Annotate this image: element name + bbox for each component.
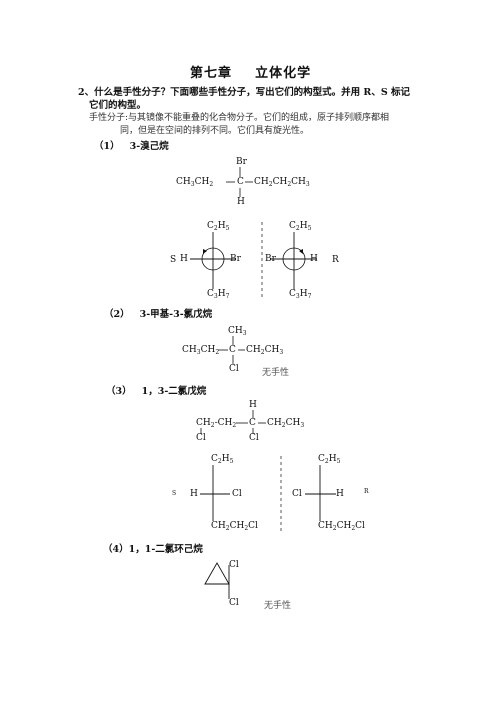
item-3-fischer-s-right: Cl xyxy=(232,489,242,499)
item-1-config-r: R xyxy=(332,255,339,265)
item-2-formula-top: CH3 xyxy=(228,326,247,337)
item-2-heading: （2）3-甲基-3-氯戊烷 xyxy=(104,309,213,320)
chapter-name: 立体化学 xyxy=(255,66,312,81)
item-2-formula-left: CH3CH2 xyxy=(182,345,220,356)
item-3-fischer-r-bottom: CH2CH2Cl xyxy=(318,521,365,532)
item-1-formula-right: CH2CH2CH3 xyxy=(254,177,310,188)
item-2-formula-center: C xyxy=(229,345,236,355)
item-3-formula-center: C xyxy=(249,418,256,428)
answer-line-1: 手性分子:与其镜像不能重叠的化合物分子。它们的组成，原子排列顺序都相 xyxy=(89,113,390,123)
item-4-formula-top: Cl xyxy=(229,560,239,570)
item-3-config-s: S xyxy=(172,490,177,497)
item-3-fischer-s-bottom: CH2CH2Cl xyxy=(211,521,258,532)
item-2-formula-bottom: Cl xyxy=(229,364,239,374)
item-1-formula-left: CH3CH2 xyxy=(176,177,214,188)
item-1-formula-center: C xyxy=(237,177,244,187)
question-line-1: 2、什么是手性分子？下面哪些手性分子，写出它们的构型式。并用 R、S 标记 xyxy=(78,87,410,98)
item-1-fischer-r-bottom: C3H7 xyxy=(289,289,312,300)
item-2-formula-right: CH2CH3 xyxy=(246,345,284,356)
item-3-fischer-r-top: C2H5 xyxy=(318,454,341,465)
item-1-config-s: S xyxy=(170,255,177,265)
item-3-formula-top: H xyxy=(249,400,257,410)
item-1-fischer-r-right: H xyxy=(310,254,318,264)
item-3-fischer-s-left: H xyxy=(190,489,198,499)
item-1-fischer-s-bottom: C3H7 xyxy=(207,289,230,300)
item-1-fischer-s-top: C2H5 xyxy=(207,221,230,232)
item-3-fischer-r-left: Cl xyxy=(292,489,302,499)
item-3-formula-bottom: Cl xyxy=(249,433,259,443)
item-3-fischer-s-top: C2H5 xyxy=(211,454,234,465)
item-3-fischer-r-right: H xyxy=(336,489,344,499)
item-1-fischer-r-left: Br xyxy=(265,254,276,264)
item-3-formula-left: CH2-CH2 xyxy=(196,418,237,429)
item-1-heading: （1）3-溴己烷 xyxy=(94,141,169,152)
item-2-note: 无手性 xyxy=(262,368,290,378)
item-4-heading: （4）1，1-二氯环己烷 xyxy=(103,544,203,555)
chapter-number: 第七章 xyxy=(190,66,233,81)
item-3-formula-bottom-left: Cl xyxy=(196,433,206,443)
item-3-config-r: R xyxy=(364,488,369,495)
item-1-fischer-r-top: C2H5 xyxy=(289,221,312,232)
page-title: 第七章 立体化学 xyxy=(190,67,311,80)
question-line-2: 它们的构型。 xyxy=(89,100,147,111)
item-3-heading: （3）1，3-二氯戊烷 xyxy=(106,386,207,397)
item-4-note: 无手性 xyxy=(264,601,292,611)
answer-line-2: 同，但是在空间的排列不同。它们具有旋光性。 xyxy=(120,126,310,136)
item-1-fischer-s-left: H xyxy=(180,254,188,264)
item-4-formula-bottom: Cl xyxy=(229,598,239,608)
item-1-formula-top: Br xyxy=(236,157,247,167)
item-1-formula-bottom: H xyxy=(237,197,245,207)
item-3-formula-right: CH2CH3 xyxy=(267,418,305,429)
item-1-fischer-s-right: Br xyxy=(230,254,241,264)
